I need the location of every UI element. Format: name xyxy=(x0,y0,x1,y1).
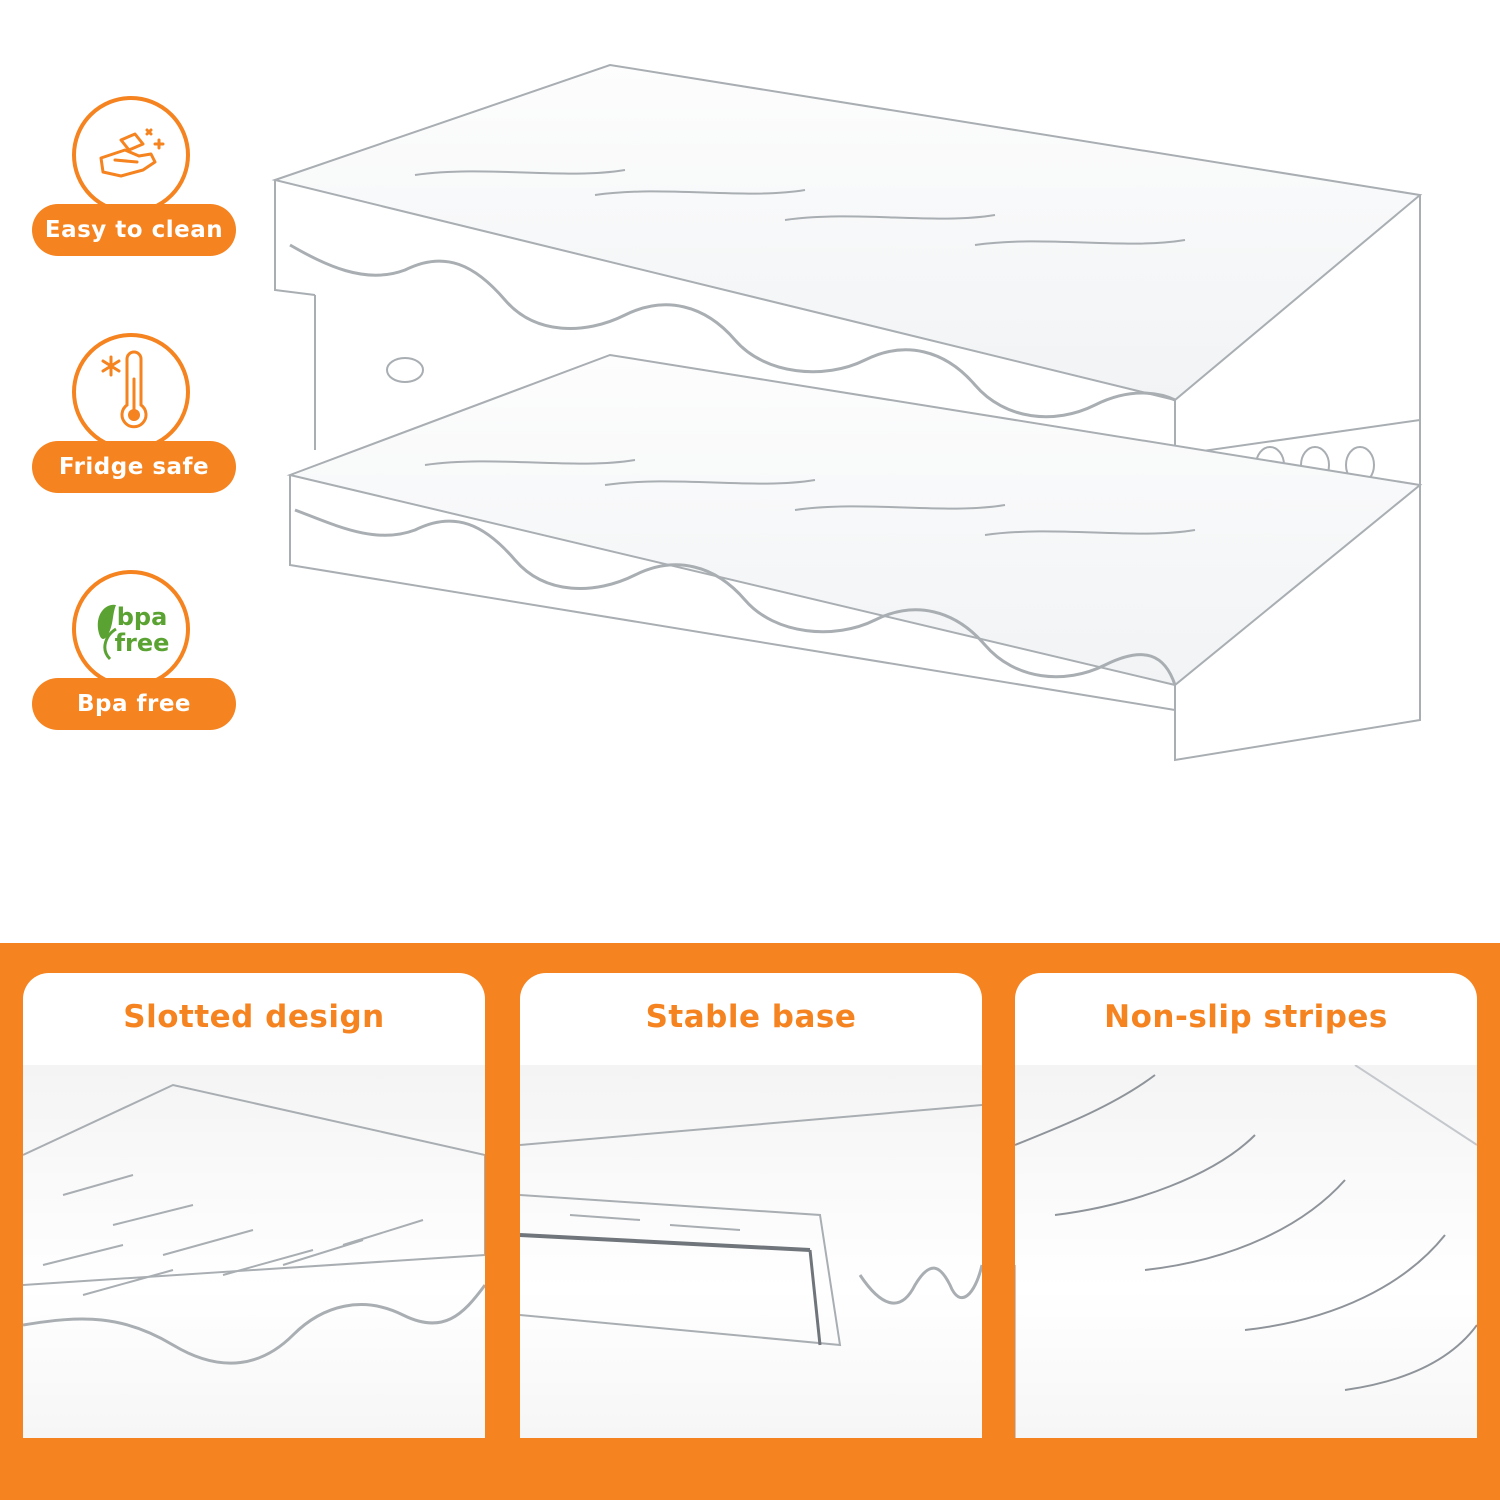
badge-label: Fridge safe xyxy=(32,441,236,493)
badge-label: Bpa free xyxy=(32,678,236,730)
thermometer-snowflake-icon xyxy=(101,350,148,429)
badge-circle xyxy=(72,96,190,214)
detail-panel-slotted-design: Slotted design xyxy=(23,973,485,1438)
bpa-icon-text-bottom: free xyxy=(115,629,170,657)
detail-panel-non-slip-stripes: Non-slip stripes xyxy=(1015,973,1477,1438)
panel-title: Non-slip stripes xyxy=(1104,999,1388,1035)
panel-title: Stable base xyxy=(645,999,857,1035)
badge-circle xyxy=(72,333,190,451)
panel-title: Slotted design xyxy=(123,999,385,1035)
detail-image-stripes xyxy=(1015,1064,1477,1438)
detail-image-slotted xyxy=(23,1065,485,1438)
badge-label: Easy to clean xyxy=(32,204,236,256)
bpa-icon-text-top: bpa xyxy=(117,603,168,631)
feature-badge-bpa-free: bpa free Bpa free xyxy=(32,570,236,820)
badge-circle: bpa free xyxy=(72,570,190,688)
detail-image-base xyxy=(520,1065,982,1438)
feature-badge-easy-clean: Easy to clean xyxy=(32,96,236,346)
product-image-wine-rack xyxy=(265,55,1475,835)
feature-badge-fridge-safe: Fridge safe xyxy=(32,333,236,583)
hand-wipe-icon xyxy=(99,128,165,178)
detail-panel-stable-base: Stable base xyxy=(520,973,982,1438)
bpa-free-leaf-icon: bpa free xyxy=(97,603,170,661)
